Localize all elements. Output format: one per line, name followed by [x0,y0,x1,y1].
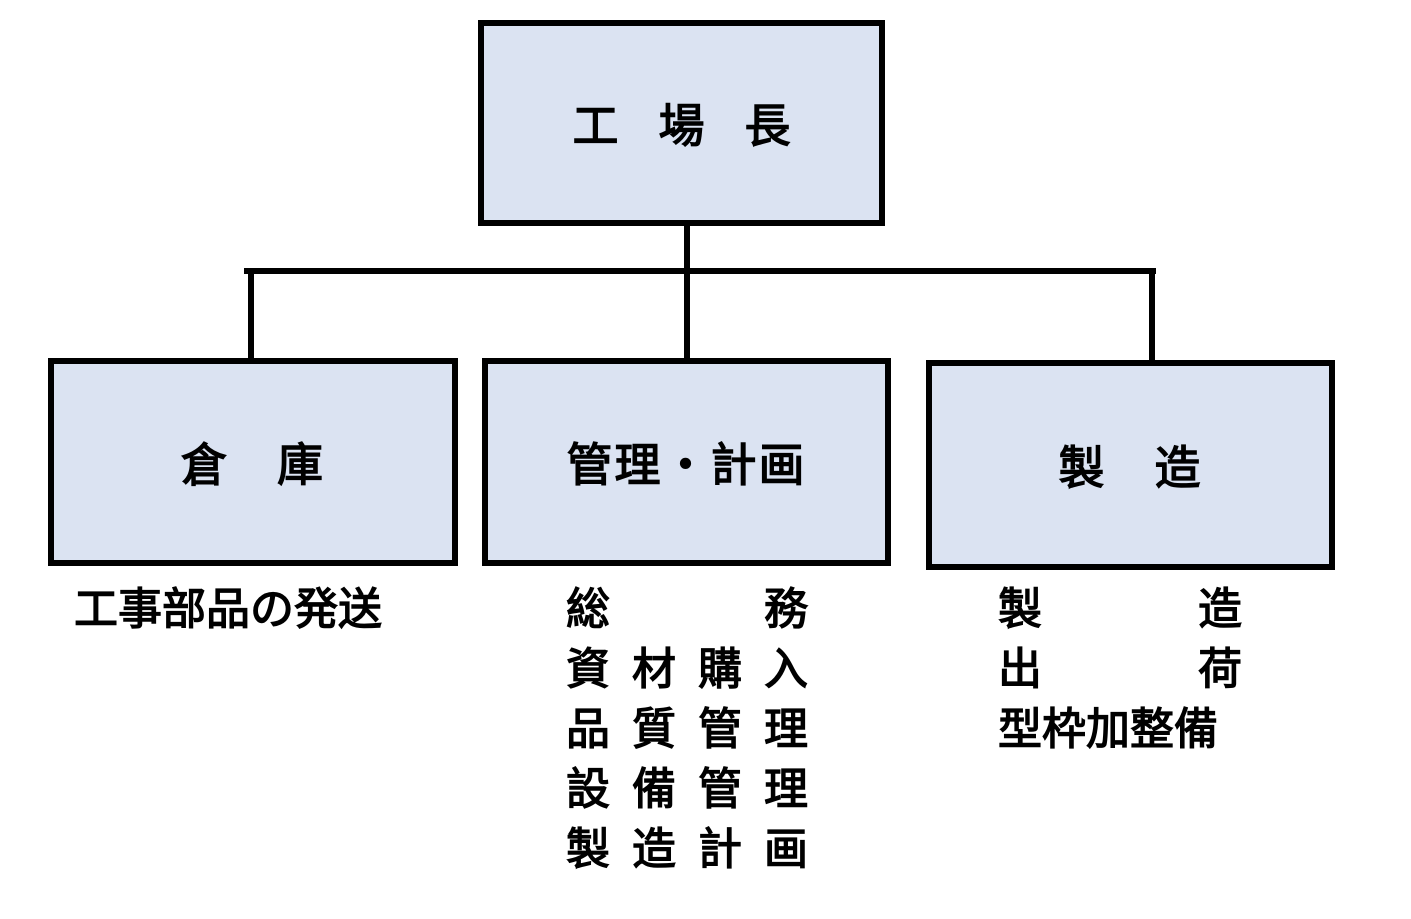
duty-char: 理 [764,704,808,755]
warehouse-connector [248,268,254,362]
duty-char: 製 [998,584,1042,635]
duty-char: 材 [632,644,676,695]
duty-char: 荷 [1198,644,1242,695]
management-planning-box: 管理・計画 [482,358,891,566]
horizontal-connector [244,268,1156,274]
duty-char: 出 [998,644,1042,695]
root-vertical-connector [684,224,690,272]
management-connector [684,268,690,362]
duty-item: 製 造 計 画 [566,820,808,880]
duty-item: 品 質 管 理 [566,700,808,760]
duty-char: 質 [632,704,676,755]
duty-char: 購 [698,644,742,695]
duty-char: 備 [632,764,676,815]
duty-char: 理 [764,764,808,815]
duty-char: 製 [566,824,610,875]
manufacturing-connector [1149,268,1155,364]
duty-char: 総 [566,584,610,635]
factory-manager-box: 工 場 長 [478,20,885,226]
duty-char: 務 [764,584,808,635]
manufacturing-label: 製 造 [1058,441,1203,495]
duty-char: 設 [566,764,610,815]
duty-char: 品 [566,704,610,755]
duty-char: 計 [698,824,742,875]
duty-char: 資 [566,644,610,695]
warehouse-box: 倉 庫 [48,358,458,566]
management-planning-duties: 総 務 資 材 購 入 品 質 管 理 設 備 管 理 製 造 計 画 [566,580,808,880]
factory-manager-label: 工 場 長 [572,99,803,153]
duty-char: 管 [698,764,742,815]
duty-item: 総 務 [566,580,808,640]
duty-text: 工事部品の発送 [74,584,382,635]
manufacturing-duties: 製 造 出 荷 型枠加整備 [998,580,1242,760]
duty-char: 入 [764,644,808,695]
duty-char: 画 [764,824,808,875]
duty-item: 製 造 [998,580,1242,640]
management-planning-label: 管理・計画 [566,438,807,492]
duty-char: 管 [698,704,742,755]
warehouse-label: 倉 庫 [181,438,325,492]
manufacturing-box: 製 造 [926,360,1335,570]
duty-char: 造 [632,824,676,875]
duty-item: 設 備 管 理 [566,760,808,820]
warehouse-duties: 工事部品の発送 [74,580,434,640]
duty-item: 工事部品の発送 [74,580,434,640]
duty-item: 出 荷 [998,640,1242,700]
duty-item: 資 材 購 入 [566,640,808,700]
duty-text: 型枠加整備 [998,704,1218,755]
duty-item: 型枠加整備 [998,700,1242,760]
duty-char: 造 [1198,584,1242,635]
